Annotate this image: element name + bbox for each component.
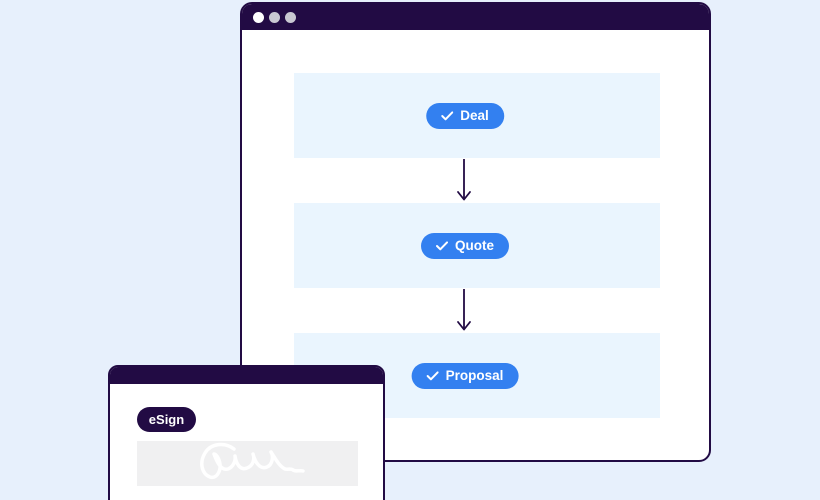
arrow-down-icon (457, 159, 471, 201)
stage-row-deal: Deal (294, 73, 660, 158)
esign-window: eSign (108, 365, 385, 500)
check-icon (436, 240, 448, 251)
window-control-dot[interactable] (253, 11, 264, 23)
window-control-dot[interactable] (285, 11, 296, 23)
signature-scribble-icon (200, 442, 305, 480)
signature-field[interactable] (137, 441, 358, 486)
stage-label: Proposal (445, 368, 504, 383)
deal-button[interactable]: Deal (426, 102, 504, 129)
stage-label: Quote (455, 238, 494, 253)
arrow-down-icon (457, 289, 471, 331)
esign-titlebar (110, 367, 383, 384)
quote-button[interactable]: Quote (421, 232, 509, 259)
check-icon (441, 110, 454, 121)
window-control-dot[interactable] (269, 11, 280, 23)
esign-badge: eSign (137, 407, 196, 432)
stage-label: Deal (460, 108, 489, 123)
browser-titlebar (242, 4, 709, 30)
stage-row-quote: Quote (294, 203, 660, 288)
esign-badge-label: eSign (148, 412, 185, 427)
check-icon (426, 370, 439, 381)
proposal-button[interactable]: Proposal (411, 362, 519, 389)
